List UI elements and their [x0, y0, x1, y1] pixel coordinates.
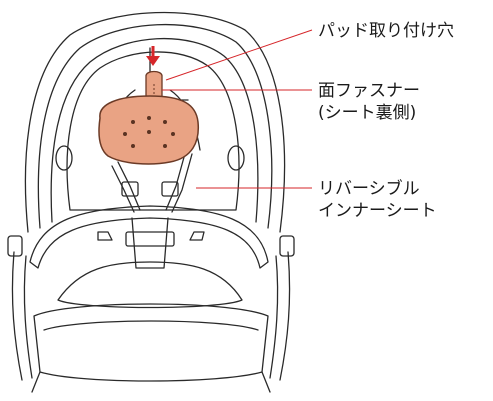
footrest — [33, 303, 269, 382]
left-buckle — [121, 181, 139, 197]
callout-fastener-line1: 面ファスナー — [318, 81, 420, 101]
seat-base — [57, 261, 243, 309]
crotch-strap — [131, 217, 169, 269]
callout-inner-seat-line1: リバーシブル — [318, 179, 420, 199]
backrest-cushion — [66, 51, 240, 211]
head-pad — [98, 70, 200, 165]
left-side-frame — [11, 251, 23, 381]
right-buckle — [161, 181, 179, 197]
callout-inner-seat-line2: インナーシート — [318, 201, 437, 221]
left-side-oval — [55, 145, 73, 171]
right-side-frame — [279, 251, 291, 381]
callout-pad-hole: パッド取り付け穴 — [318, 20, 454, 42]
pad-dots — [123, 116, 175, 148]
callout-inner-seat: リバーシブル インナーシート — [318, 178, 437, 222]
callout-fastener: 面ファスナー (シート裏側) — [318, 80, 420, 124]
right-side-oval — [227, 145, 245, 171]
right-shoulder-strap — [165, 149, 187, 211]
leader-pad-hole — [165, 29, 313, 81]
seat-frame-outline — [24, 11, 286, 233]
pad-body — [98, 95, 200, 165]
down-arrow-icon — [146, 46, 160, 66]
callout-pad-hole-text: パッド取り付け穴 — [318, 21, 454, 41]
callout-fastener-line2: (シート裏側) — [318, 103, 417, 123]
bumper-bar — [29, 205, 269, 269]
left-shoulder-strap — [117, 161, 141, 211]
